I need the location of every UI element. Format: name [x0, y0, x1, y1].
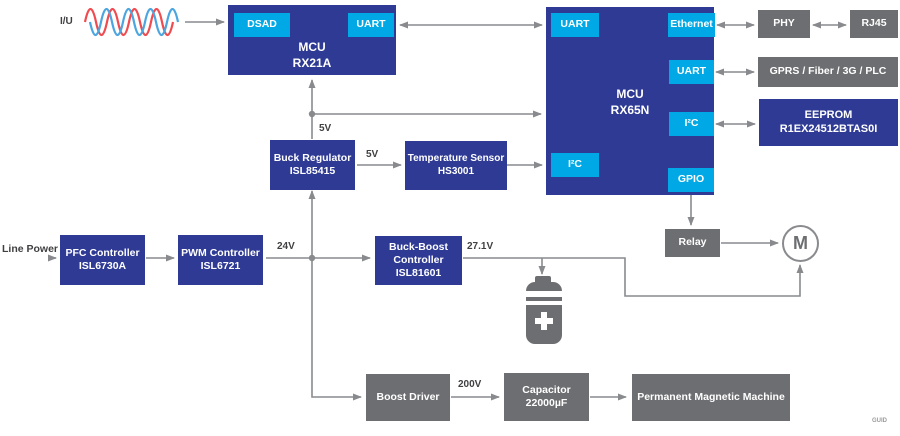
block-phy: PHY	[758, 10, 810, 38]
watermark: GUID	[872, 418, 887, 424]
relay-label: Relay	[678, 236, 707, 249]
buck-regulator-part: ISL85415	[289, 165, 336, 177]
mcu-rx21a-part: RX21A	[292, 55, 332, 70]
battery-icon	[526, 276, 562, 344]
boost-driver-label: Boost Driver	[376, 390, 440, 403]
block-pfc-controller: PFC Controller ISL6730A	[60, 235, 145, 285]
block-gprs-fiber-3g-plc: GPRS / Fiber / 3G / PLC	[758, 57, 898, 87]
mcu-rx21a-title: MCU	[298, 40, 326, 54]
port-i2c-left: I²C	[551, 153, 599, 177]
temperature-sensor-part: HS3001	[437, 165, 475, 177]
buck-regulator-title: Buck Regulator	[273, 151, 352, 164]
mcu-rx65n-title: MCU	[616, 87, 644, 101]
voltage-label-27v: 27.1V	[467, 241, 494, 252]
pfc-controller-title: PFC Controller	[65, 246, 140, 259]
block-mcu-rx21a: DSAD UART MCU RX21A	[228, 5, 396, 75]
line-power-label: Line Power	[2, 243, 59, 255]
capacitor-part: 22000µF	[525, 397, 568, 409]
voltage-label-5v: 5V	[319, 123, 332, 134]
sine-wave-icon	[83, 7, 180, 37]
pwm-controller-title: PWM Controller	[181, 246, 260, 259]
motor-icon: M	[782, 225, 819, 262]
pfc-controller-part: ISL6730A	[78, 260, 127, 272]
port-i2c-right: I²C	[669, 112, 714, 136]
block-mcu-rx65n: UART I²C Ethernet UART I²C GPIO MCU RX65…	[546, 7, 715, 195]
input-signal-label: I/U	[60, 16, 73, 27]
port-uart-right: UART	[669, 60, 714, 84]
pwm-controller-part: ISL6721	[200, 260, 241, 272]
junction-dot	[308, 110, 316, 118]
block-permanent-magnetic-machine: Permanent Magnetic Machine	[632, 374, 790, 421]
rj45-label: RJ45	[861, 17, 887, 30]
port-ethernet: Ethernet	[668, 13, 715, 37]
pmm-label: Permanent Magnetic Machine	[637, 390, 785, 403]
junction-dot	[308, 254, 316, 262]
port-gpio: GPIO	[668, 168, 714, 192]
temperature-sensor-title: Temperature Sensor	[407, 153, 505, 164]
block-rj45: RJ45	[850, 10, 898, 38]
block-buck-regulator: Buck Regulator ISL85415	[270, 140, 355, 190]
port-dsad: DSAD	[234, 13, 290, 37]
port-uart-rx21a: UART	[348, 13, 394, 37]
eeprom-title: EEPROM	[804, 108, 853, 121]
mcu-rx65n-part: RX65N	[610, 102, 650, 117]
buck-boost-part: ISL81601	[395, 267, 442, 280]
block-boost-driver: Boost Driver	[366, 374, 450, 421]
voltage-label-24v: 24V	[277, 241, 295, 252]
port-uart-left: UART	[551, 13, 599, 37]
eeprom-part: R1EX24512BTAS0I	[779, 122, 878, 135]
capacitor-title: Capacitor	[522, 383, 571, 396]
block-pwm-controller: PWM Controller ISL6721	[178, 235, 263, 285]
phy-label: PHY	[773, 17, 795, 30]
motor-label: M	[793, 233, 808, 253]
voltage-label-5v-sensor: 5V	[366, 149, 379, 160]
block-temperature-sensor: Temperature Sensor HS3001	[405, 141, 507, 190]
block-capacitor: Capacitor 22000µF	[504, 373, 589, 421]
buck-boost-title: Buck-Boost Controller	[389, 240, 448, 266]
block-relay: Relay	[665, 229, 720, 257]
gprs-label: GPRS / Fiber / 3G / PLC	[769, 65, 887, 78]
voltage-label-200v: 200V	[458, 379, 482, 390]
block-buck-boost-controller: Buck-Boost Controller ISL81601	[375, 236, 462, 285]
block-eeprom: EEPROM R1EX24512BTAS0I	[759, 99, 898, 146]
